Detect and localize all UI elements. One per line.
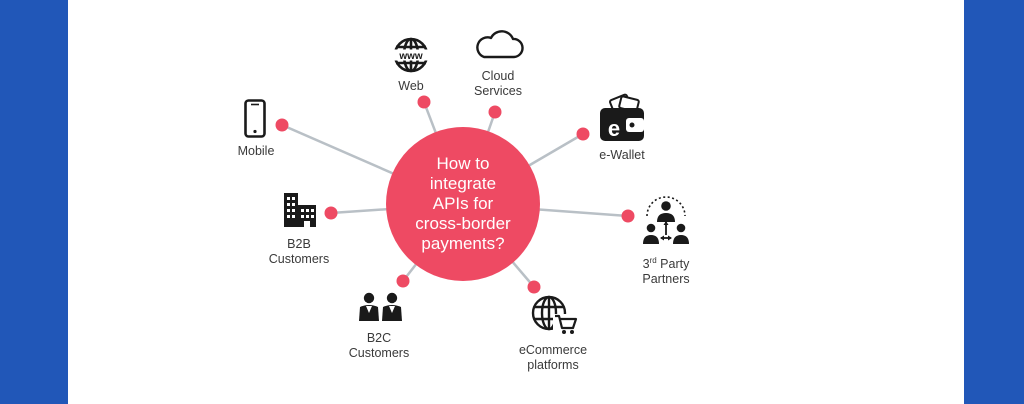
label-cloud-line1: Cloud bbox=[481, 69, 515, 83]
buildings-icon bbox=[284, 193, 316, 227]
label-partners-word: Party bbox=[656, 257, 690, 272]
people-icon bbox=[359, 292, 402, 321]
node-dot-ewallet bbox=[576, 127, 590, 141]
node-dot-mobile bbox=[275, 118, 289, 132]
label-mobile: Mobile bbox=[237, 144, 275, 158]
node-dot-ecommerce bbox=[527, 280, 541, 294]
label-ecommerce-line2: platforms bbox=[527, 358, 579, 372]
label-ewallet: e-Wallet bbox=[599, 148, 645, 162]
label-partners-suffix: rd bbox=[649, 256, 657, 265]
svg-text:e: e bbox=[608, 116, 620, 141]
label-ecommerce-line1: eCommerce bbox=[518, 343, 588, 357]
partner-network-icon bbox=[643, 196, 689, 244]
label-b2c: B2C Customers bbox=[341, 331, 417, 361]
cloud-icon bbox=[476, 30, 524, 59]
wallet-icon: e bbox=[600, 93, 644, 141]
label-cloud-line2: Services bbox=[474, 84, 522, 98]
label-cloud-services: Cloud Services bbox=[468, 69, 528, 99]
smartphone-icon bbox=[244, 99, 266, 138]
label-b2b-line2: Customers bbox=[268, 252, 330, 266]
globe-cart-icon bbox=[531, 295, 578, 334]
svg-text:www: www bbox=[398, 51, 423, 62]
label-partners-ordinal: 3 bbox=[642, 257, 650, 272]
label-ecommerce: eCommerce platforms bbox=[508, 343, 598, 373]
nodes bbox=[275, 95, 635, 294]
label-partners-line1: 3rd Party bbox=[631, 253, 701, 272]
node-dot-b2c bbox=[396, 274, 410, 288]
node-dot-b2b bbox=[324, 206, 338, 220]
label-b2c-line2: Customers bbox=[348, 346, 410, 360]
www-globe-icon: www bbox=[392, 37, 430, 73]
label-b2b-line1: B2B bbox=[287, 237, 311, 251]
label-b2c-line1: B2C bbox=[366, 331, 392, 345]
label-partners: 3rd Party Partners bbox=[631, 253, 701, 287]
label-web: Web bbox=[398, 79, 424, 93]
node-dot-cloud bbox=[488, 105, 502, 119]
node-dot-partners bbox=[621, 209, 635, 223]
hub-circle bbox=[386, 127, 540, 281]
label-b2b: B2B Customers bbox=[261, 237, 337, 267]
label-partners-line2: Partners bbox=[642, 272, 690, 287]
hub-question: How to integrate APIs for cross-border p… bbox=[415, 154, 511, 253]
node-dot-web bbox=[417, 95, 431, 109]
